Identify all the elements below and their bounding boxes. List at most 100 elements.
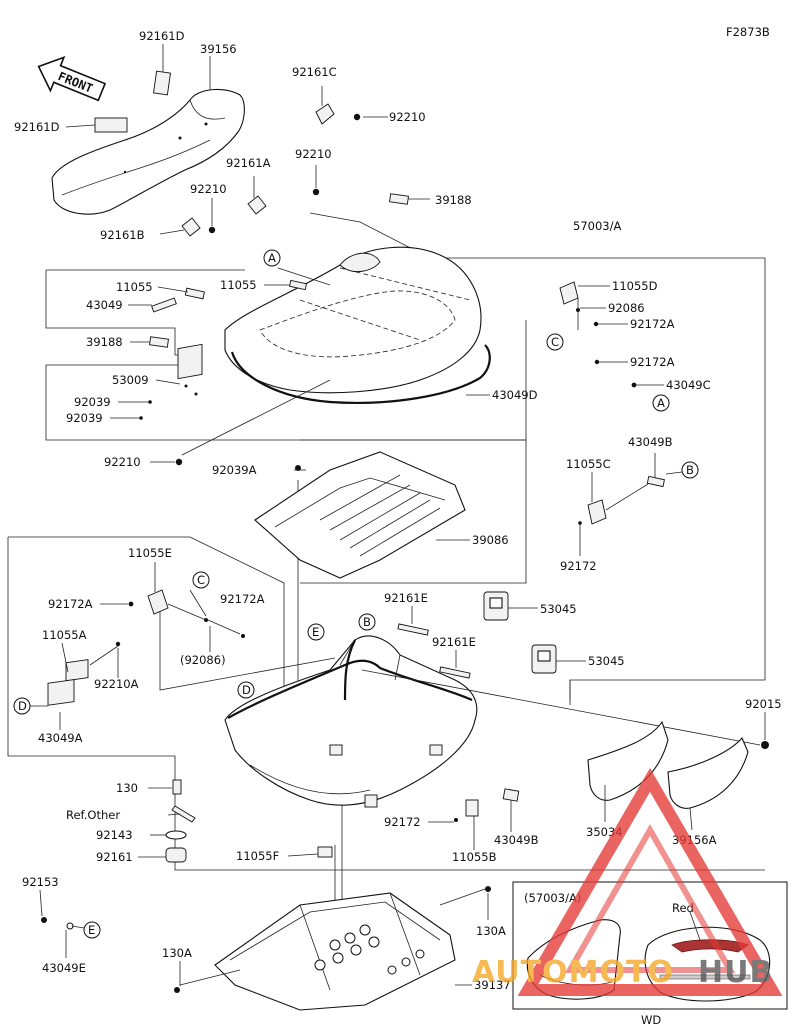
label-92210-c: 92210 [190, 182, 227, 196]
label-92161B: 92161B [100, 228, 145, 242]
label-11055A: 11055A [42, 628, 87, 642]
inset-red-label: Red [672, 901, 694, 915]
callout-D2: D [242, 683, 251, 697]
label-92172A-d: 92172A [220, 592, 265, 606]
label-43049: 43049 [86, 298, 123, 312]
watermark: AUTOMOTO HUB [472, 768, 783, 996]
callout-C1: C [551, 335, 559, 349]
label-130A-b: 130A [162, 946, 192, 960]
watermark-logo [517, 768, 783, 996]
label-92086: 92086 [608, 301, 645, 315]
label-92039-b: 92039 [66, 411, 103, 425]
callout-E1: E [312, 625, 319, 639]
label-92210-d: 92210 [104, 455, 141, 469]
label-39188-b: 39188 [86, 335, 123, 349]
liner-39086 [254, 451, 470, 579]
inset-title: (57003/A) [524, 891, 581, 905]
label-92153: 92153 [22, 875, 59, 889]
diagram-code: F2873B [726, 25, 770, 39]
label-92172A-b: 92172A [630, 355, 675, 369]
label-39137: 39137 [474, 978, 511, 992]
watermark-text-b: HUB [698, 955, 773, 990]
label-92143: 92143 [96, 828, 133, 842]
bolt-92015 [761, 741, 769, 749]
cover-35034 [587, 720, 669, 822]
label-92039-a: 92039 [74, 395, 111, 409]
label-43049D: 43049D [492, 388, 538, 402]
strip-92161E-b [439, 666, 471, 679]
latch-53045-a [483, 591, 538, 621]
clip-11055E [100, 562, 245, 652]
label-11055D: 11055D [612, 279, 658, 293]
label-92172-b: 92172 [384, 815, 421, 829]
carrier-39137 [174, 886, 491, 1011]
label-11055F: 11055F [236, 849, 279, 863]
label-43049B-b: 43049B [494, 833, 539, 847]
hinge-53009 [177, 343, 203, 396]
callout-E2: E [88, 923, 95, 937]
clip-11055C [578, 453, 683, 556]
bottom-parts [39, 779, 520, 958]
case-body [224, 635, 478, 808]
label-92210-b: 92210 [295, 147, 332, 161]
label-57003A: 57003/A [573, 219, 621, 233]
lid-57003A [224, 246, 482, 394]
label-92161D-top: 92161D [139, 29, 185, 43]
label-92172A-c: 92172A [48, 597, 93, 611]
top-cover-39156 [51, 88, 245, 215]
callout-A1: A [268, 251, 276, 265]
label-130A-a: 130A [476, 924, 506, 938]
label-92210A: 92210A [94, 677, 139, 691]
callouts: A A B B C C D D E E [13, 249, 699, 939]
label-43049B-a: 43049B [628, 435, 673, 449]
pad-92161D-top [153, 70, 171, 96]
label-53009: 53009 [112, 373, 149, 387]
label-92161: 92161 [96, 850, 133, 864]
label-92172A-a: 92172A [630, 317, 675, 331]
label-92161E-a: 92161E [384, 591, 428, 605]
pad-92161D-left [94, 117, 128, 133]
small-parts-top [139, 103, 637, 471]
label-11055C: 11055C [566, 457, 611, 471]
label-92039A: 92039A [212, 463, 257, 477]
label-130: 130 [116, 781, 138, 795]
lid-seal-43049D [230, 344, 491, 404]
label-11055-a: 11055 [116, 280, 153, 294]
watermark-text-a: AUTOMOTO [472, 955, 674, 990]
label-43049C: 43049C [666, 378, 711, 392]
plate-11055A [30, 641, 121, 730]
latch-53045-b [531, 644, 586, 674]
case-seal [343, 639, 356, 701]
strip-92161E-a [397, 623, 429, 636]
front-arrow: FRONT [37, 55, 107, 102]
label-11055E: 11055E [128, 546, 172, 560]
inset-57003A [512, 881, 788, 1010]
label-92161E-b: 92161E [432, 635, 476, 649]
callout-C2: C [197, 573, 205, 587]
label-92015: 92015 [745, 697, 782, 711]
label-92172-a: 92172 [560, 559, 597, 573]
cover-39156A [667, 736, 749, 831]
label-11055B: 11055B [452, 850, 497, 864]
label-11055-b: 11055 [220, 278, 257, 292]
label-92161D-left: 92161D [14, 120, 60, 134]
label-39086: 39086 [472, 533, 509, 547]
callout-D1: D [18, 699, 27, 713]
label-92161A: 92161A [226, 156, 271, 170]
part-labels: F2873B 92161D 39156 92161D 92161C 92210 … [14, 25, 782, 1027]
label-53045-b: 53045 [588, 654, 625, 668]
label-92161C: 92161C [292, 65, 337, 79]
label-43049A: 43049A [38, 731, 83, 745]
callout-B2: B [363, 615, 371, 629]
label-92086-paren: (92086) [180, 653, 226, 667]
leaders-top [110, 86, 664, 463]
label-39156: 39156 [200, 42, 237, 56]
label-ref-other: Ref.Other [66, 808, 120, 822]
label-43049E: 43049E [42, 961, 86, 975]
label-53045-a: 53045 [540, 602, 577, 616]
callout-B1: B [686, 463, 694, 477]
inset-wd-label: WD [641, 1013, 661, 1027]
label-39188-a: 39188 [435, 193, 472, 207]
label-92210-a: 92210 [389, 110, 426, 124]
